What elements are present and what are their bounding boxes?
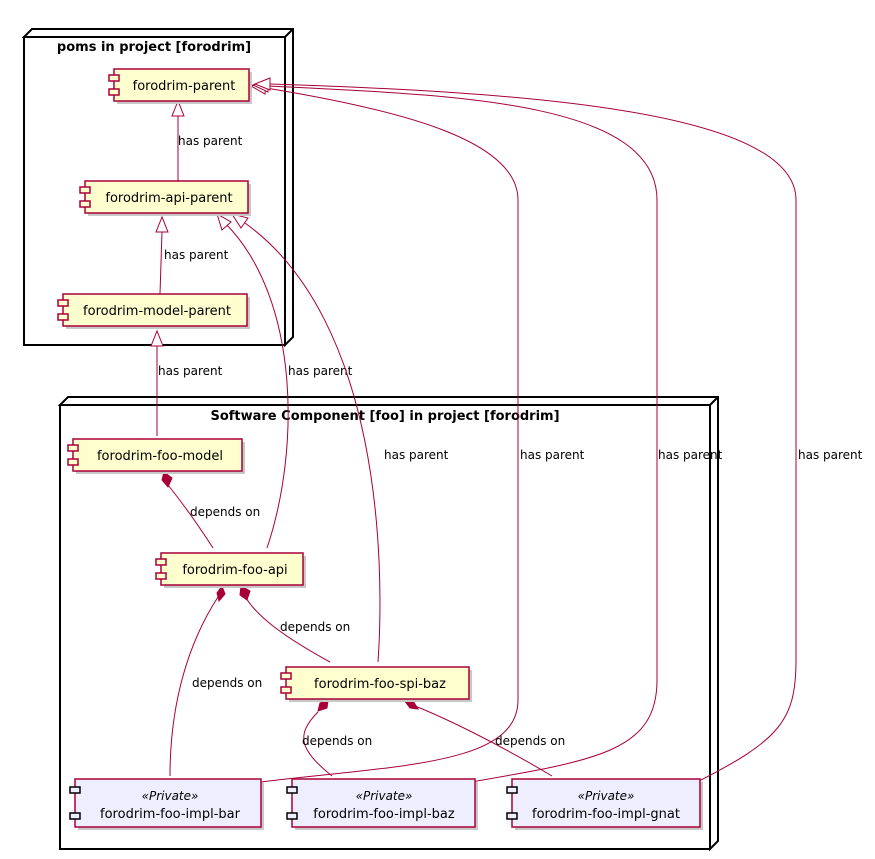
edge-impl-gnat-depends-spi-baz bbox=[414, 705, 553, 777]
component-label: forodrim-model-parent bbox=[83, 304, 231, 319]
component-port-icon bbox=[57, 299, 69, 307]
node-poms-title: poms in project [forodrim] bbox=[57, 40, 251, 55]
component-port-icon bbox=[506, 812, 518, 820]
edge-impl-bar-depends-foo-api bbox=[169, 596, 219, 777]
edge-label: has parent bbox=[164, 248, 229, 262]
component-stereotype: «Private» bbox=[356, 789, 413, 803]
edge-label: has parent bbox=[798, 448, 863, 462]
component-forodrim-api-parent[interactable]: forodrim-api-parent bbox=[79, 180, 251, 216]
hollow-arrow-icon bbox=[155, 215, 169, 233]
component-label: forodrim-foo-impl-gnat bbox=[532, 807, 680, 822]
edge-label: depends on bbox=[302, 734, 372, 748]
component-forodrim-parent[interactable]: forodrim-parent bbox=[108, 68, 252, 104]
component-port-icon bbox=[69, 786, 81, 794]
component-port-icon bbox=[155, 572, 167, 580]
component-label: forodrim-foo-api bbox=[182, 563, 287, 578]
component-port-icon bbox=[67, 444, 79, 452]
edge-impl-bar-to-parent bbox=[260, 87, 519, 783]
edge-impl-baz-depends-spi-baz bbox=[303, 711, 333, 777]
component-label: forodrim-parent bbox=[133, 79, 236, 94]
component-forodrim-foo-spi-baz[interactable]: forodrim-foo-spi-baz bbox=[280, 666, 472, 702]
component-port-icon bbox=[108, 88, 120, 96]
edge-label: depends on bbox=[495, 734, 565, 748]
edge-spi-baz-to-api-parent bbox=[244, 222, 381, 663]
edge-model-parent-to-api-parent bbox=[159, 231, 163, 295]
component-label: forodrim-api-parent bbox=[105, 191, 232, 206]
component-port-icon bbox=[69, 812, 81, 820]
component-port-icon bbox=[506, 786, 518, 794]
component-forodrim-foo-impl-gnat[interactable]: «Private» forodrim-foo-impl-gnat bbox=[506, 778, 703, 830]
component-port-icon bbox=[155, 558, 167, 566]
edge-label: depends on bbox=[192, 676, 262, 690]
edge-label: depends on bbox=[190, 505, 260, 519]
component-forodrim-foo-model[interactable]: forodrim-foo-model bbox=[67, 438, 245, 474]
component-port-icon bbox=[57, 313, 69, 321]
edge-label: has parent bbox=[288, 364, 353, 378]
edge-impl-gnat-to-parent bbox=[269, 83, 797, 783]
diamond-icon bbox=[161, 471, 173, 488]
component-port-icon bbox=[286, 786, 298, 794]
node-foo-title: Software Component [foo] in project [for… bbox=[210, 409, 559, 424]
component-label: forodrim-foo-impl-bar bbox=[100, 807, 241, 822]
hollow-arrow-icon bbox=[253, 77, 271, 91]
component-forodrim-foo-api[interactable]: forodrim-foo-api bbox=[155, 552, 306, 588]
edge-label: has parent bbox=[178, 134, 243, 148]
edges-has-parent: has parent has parent has parent has par… bbox=[150, 77, 863, 783]
component-forodrim-foo-impl-baz[interactable]: «Private» forodrim-foo-impl-baz bbox=[286, 778, 478, 830]
edge-foo-api-depends-foo-model bbox=[167, 484, 214, 549]
component-port-icon bbox=[79, 200, 91, 208]
edge-label: depends on bbox=[280, 620, 350, 634]
component-label: forodrim-foo-model bbox=[97, 449, 223, 464]
edge-foo-api-to-api-parent bbox=[225, 223, 289, 549]
component-port-icon bbox=[79, 186, 91, 194]
hollow-arrow-icon bbox=[150, 329, 164, 347]
component-forodrim-model-parent[interactable]: forodrim-model-parent bbox=[57, 293, 250, 329]
component-stereotype: «Private» bbox=[142, 789, 199, 803]
component-stereotype: «Private» bbox=[578, 789, 635, 803]
edge-label: has parent bbox=[658, 448, 723, 462]
component-forodrim-foo-impl-bar[interactable]: «Private» forodrim-foo-impl-bar bbox=[69, 778, 264, 830]
hollow-arrow-icon bbox=[216, 212, 232, 231]
edges-depends-on: depends on depends on depends on depends… bbox=[161, 471, 565, 777]
component-port-icon bbox=[108, 74, 120, 82]
component-port-icon bbox=[286, 812, 298, 820]
hollow-arrow-icon bbox=[171, 99, 185, 117]
component-port-icon bbox=[280, 686, 292, 694]
diamond-icon bbox=[216, 584, 226, 603]
edge-spi-baz-depends-foo-api bbox=[245, 597, 331, 663]
component-label: forodrim-foo-spi-baz bbox=[314, 677, 446, 692]
edge-impl-baz-to-parent bbox=[267, 85, 658, 783]
edge-label: has parent bbox=[158, 364, 223, 378]
component-label: forodrim-foo-impl-baz bbox=[313, 807, 455, 822]
component-port-icon bbox=[67, 458, 79, 466]
component-port-icon bbox=[280, 672, 292, 680]
edge-label: has parent bbox=[520, 448, 585, 462]
diamond-icon bbox=[239, 585, 251, 601]
edge-label: has parent bbox=[384, 448, 449, 462]
